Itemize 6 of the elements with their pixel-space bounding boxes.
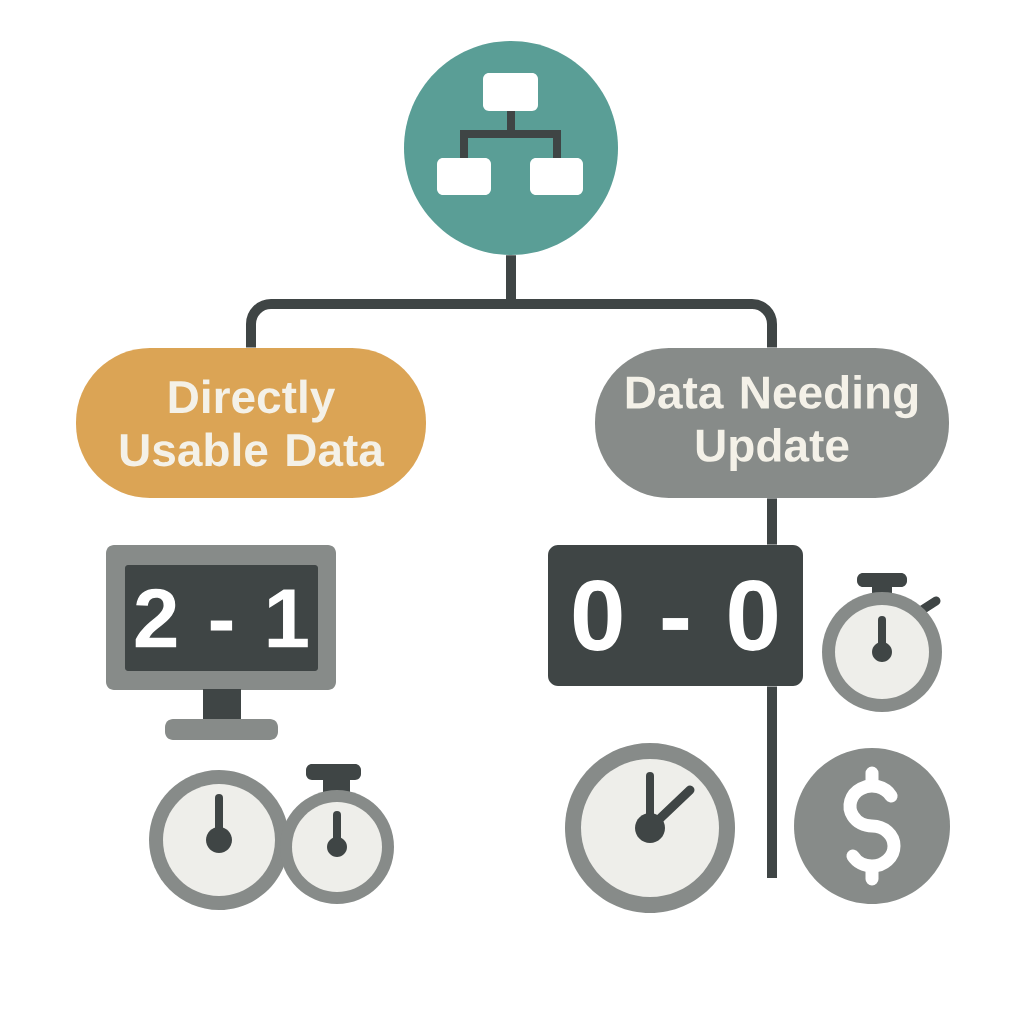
scoreboard: 0 - 0 — [548, 545, 803, 686]
rounded-box: Data Needing Update — [595, 348, 949, 498]
monitor: 2 - 1 — [106, 545, 336, 740]
rounded-box: Directly Usable Data — [76, 348, 426, 498]
connector-line — [767, 498, 777, 545]
connector-line — [767, 686, 777, 878]
